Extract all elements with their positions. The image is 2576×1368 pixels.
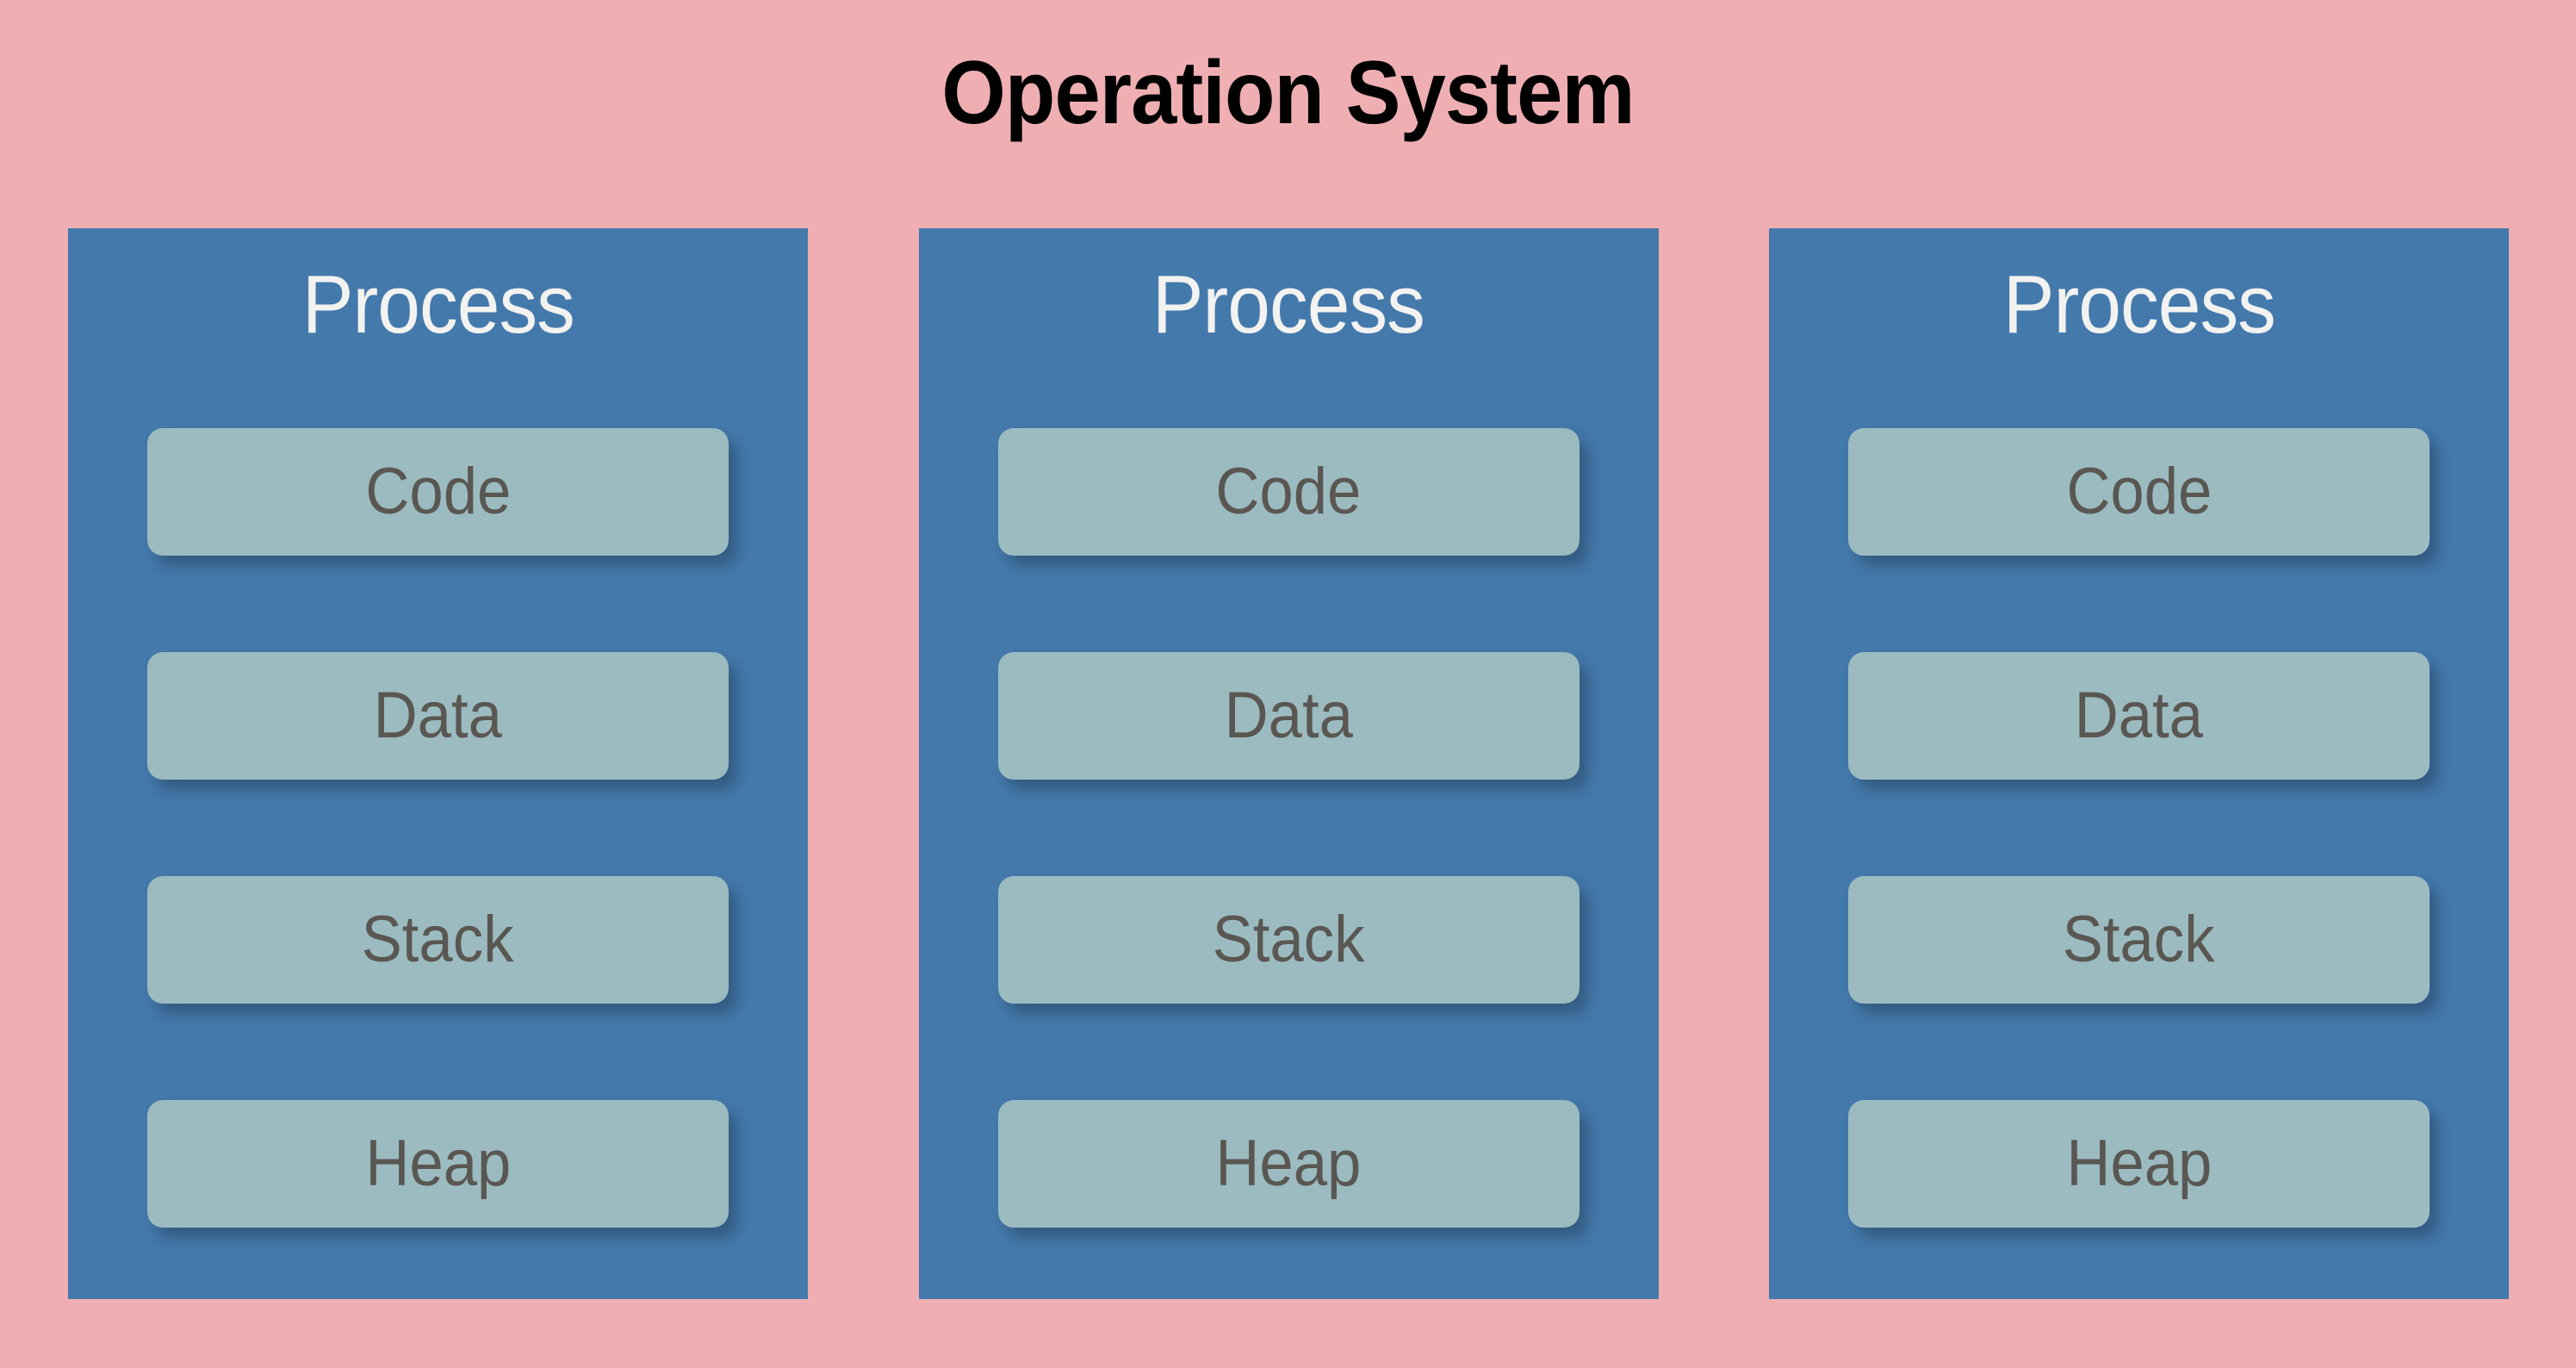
segment-label: Code	[365, 455, 511, 528]
segment-label: Heap	[2066, 1127, 2212, 1200]
process-row: Process Code Data Stack Heap Process	[68, 228, 2509, 1299]
segment-label: Data	[2074, 679, 2204, 752]
segment-label: Code	[1215, 455, 1362, 528]
segment-list: Code Data Stack Heap	[997, 428, 1580, 1228]
segment-stack: Stack	[1848, 876, 2430, 1004]
segment-heap: Heap	[997, 1100, 1580, 1228]
segment-stack: Stack	[147, 876, 729, 1004]
process-box-1: Process Code Data Stack Heap	[68, 228, 808, 1299]
segment-data: Data	[997, 652, 1580, 780]
segment-list: Code Data Stack Heap	[1848, 428, 2430, 1228]
segment-heap: Heap	[147, 1100, 729, 1228]
segment-label: Stack	[2063, 903, 2215, 976]
segment-code: Code	[147, 428, 729, 556]
process-box-2: Process Code Data Stack Heap	[918, 228, 1659, 1299]
segment-label: Data	[373, 679, 503, 752]
process-heading: Process	[1152, 258, 1425, 351]
segment-code: Code	[1848, 428, 2430, 556]
segment-stack: Stack	[997, 876, 1580, 1004]
segment-label: Stack	[362, 903, 514, 976]
segment-label: Code	[2066, 455, 2212, 528]
page-title: Operation System	[941, 43, 1635, 143]
process-heading: Process	[301, 258, 575, 351]
process-box-3: Process Code Data Stack Heap	[1769, 228, 2509, 1299]
segment-data: Data	[1848, 652, 2430, 780]
segment-heap: Heap	[1848, 1100, 2430, 1228]
segment-list: Code Data Stack Heap	[147, 428, 729, 1228]
segment-label: Heap	[365, 1127, 511, 1200]
segment-label: Data	[1224, 679, 1353, 752]
segment-label: Heap	[1215, 1127, 1362, 1200]
segment-code: Code	[997, 428, 1580, 556]
process-heading: Process	[2002, 258, 2276, 351]
segment-data: Data	[147, 652, 729, 780]
segment-label: Stack	[1212, 903, 1365, 976]
